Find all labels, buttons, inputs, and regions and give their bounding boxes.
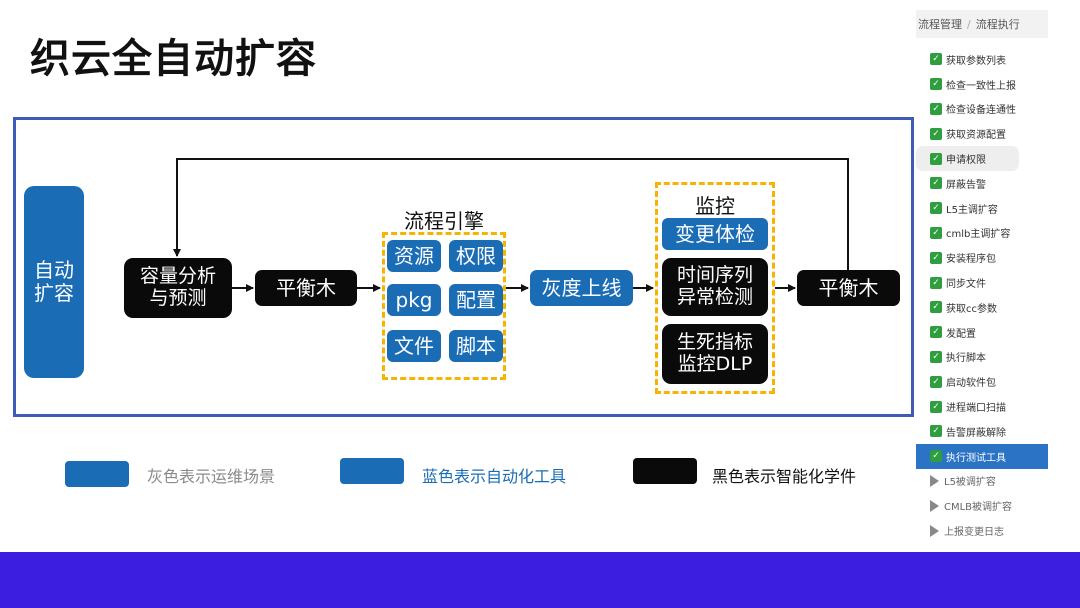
step-list: ✓ 获取参数列表 ✓ 检查一致性上报 ✓ 检查设备连通性 ✓ 获取资源配置 ✓ 申请权限 ✓ 屏蔽告警… xyxy=(916,47,1048,543)
step-item[interactable]: ✓ L5主调扩容 xyxy=(916,196,1048,221)
step-item[interactable]: ✓ 安装程序包 xyxy=(916,245,1048,270)
breadcrumb-process-execution[interactable]: 流程执行 xyxy=(975,18,1020,31)
engine-item-file: 文件 xyxy=(387,330,441,362)
check-icon: ✓ xyxy=(930,450,942,463)
step-item[interactable]: ✓ 获取参数列表 xyxy=(916,47,1048,72)
engine-item-permission: 权限 xyxy=(449,240,503,272)
step-item[interactable]: ✓ 执行测试工具 xyxy=(916,443,1048,469)
bottom-banner xyxy=(0,552,1080,608)
step-label: 同步文件 xyxy=(946,279,986,291)
step-item[interactable]: L5被调扩容 xyxy=(916,469,1048,494)
legend-label-intelligence: 黑色表示智能化学件 xyxy=(712,467,857,486)
legend-swatch-automation xyxy=(340,458,404,484)
breadcrumb-process-management[interactable]: 流程管理 xyxy=(918,18,962,31)
step-label: 安装程序包 xyxy=(946,254,996,266)
step-label: 上报变更日志 xyxy=(944,527,1004,539)
step-label: cmlb主调扩容 xyxy=(946,229,1011,241)
check-icon: ✓ xyxy=(930,326,942,339)
step-label: 申请权限 xyxy=(946,155,986,167)
check-icon: ✓ xyxy=(930,375,942,388)
step-label: 获取资源配置 xyxy=(946,130,1006,142)
step-label: L5主调扩容 xyxy=(946,204,998,216)
step-item[interactable]: ✓ 同步文件 xyxy=(916,270,1048,295)
check-icon: ✓ xyxy=(930,425,942,438)
step-label: 进程端口扫描 xyxy=(946,403,1006,415)
capacity-analysis-node: 容量分析 与预测 xyxy=(124,258,232,318)
monitor-group-title: 监控 xyxy=(695,194,735,218)
check-icon: ✓ xyxy=(930,226,942,239)
engine-group-box xyxy=(382,232,506,380)
step-label: 执行测试工具 xyxy=(946,452,1006,464)
play-icon xyxy=(930,474,939,487)
step-item[interactable]: ✓ 屏蔽告警 xyxy=(916,171,1048,196)
play-icon xyxy=(930,499,939,512)
step-item[interactable]: ✓ 检查一致性上报 xyxy=(916,72,1048,97)
process-sidebar: 流程管理 / 流程执行 ✓ 获取参数列表 ✓ 检查一致性上报 ✓ 检查设备连通性 ✓ 获取资源… xyxy=(916,10,1048,550)
step-label: CMLB被调扩容 xyxy=(944,502,1013,514)
check-icon: ✓ xyxy=(930,276,942,289)
auto-scaling-node: 自动 扩容 xyxy=(24,186,84,378)
step-item[interactable]: ✓ 检查设备连通性 xyxy=(916,97,1048,122)
breadcrumb: 流程管理 / 流程执行 xyxy=(916,10,1048,38)
engine-item-script: 脚本 xyxy=(449,330,503,362)
gray-release-node: 灰度上线 xyxy=(530,270,633,306)
step-label: 启动软件包 xyxy=(946,378,996,390)
monitor-item-timeseries-anomaly: 时间序列 异常检测 xyxy=(662,258,768,316)
step-label: 执行脚本 xyxy=(946,353,986,365)
step-label: 获取cc参数 xyxy=(946,303,997,315)
check-icon: ✓ xyxy=(930,78,942,91)
check-icon: ✓ xyxy=(930,177,942,190)
step-item[interactable]: ✓ 进程端口扫描 xyxy=(916,394,1048,419)
legend-label-automation: 蓝色表示自动化工具 xyxy=(422,467,567,486)
check-icon: ✓ xyxy=(930,350,942,363)
slide-title: 织云全自动扩容 xyxy=(30,36,317,82)
check-icon: ✓ xyxy=(930,127,942,140)
step-item[interactable]: ✓ 申请权限 xyxy=(916,146,1019,171)
step-label: L5被调扩容 xyxy=(944,477,996,489)
step-label: 检查一致性上报 xyxy=(946,80,1016,92)
legend-swatch-ops xyxy=(65,461,129,487)
step-item[interactable]: ✓ 启动软件包 xyxy=(916,369,1048,394)
step-label: 告警屏蔽解除 xyxy=(946,427,1006,439)
diagram-frame xyxy=(13,117,914,417)
step-label: 屏蔽告警 xyxy=(946,179,986,191)
check-icon: ✓ xyxy=(930,400,942,413)
step-item[interactable]: ✓ 执行脚本 xyxy=(916,345,1048,370)
step-label: 检查设备连通性 xyxy=(946,105,1016,117)
step-item[interactable]: ✓ 获取cc参数 xyxy=(916,295,1048,320)
check-icon: ✓ xyxy=(930,202,942,215)
engine-item-resource: 资源 xyxy=(387,240,441,272)
check-icon: ✓ xyxy=(930,301,942,314)
legend-swatch-intelligence xyxy=(633,458,697,484)
monitor-group-box xyxy=(655,182,775,394)
step-label: 获取参数列表 xyxy=(946,55,1006,67)
step-item[interactable]: ✓ 获取资源配置 xyxy=(916,121,1048,146)
check-icon: ✓ xyxy=(930,251,942,264)
monitor-item-change-check: 变更体检 xyxy=(662,218,768,250)
step-item[interactable]: ✓ cmlb主调扩容 xyxy=(916,221,1048,246)
engine-item-pkg: pkg xyxy=(387,284,441,316)
breadcrumb-separator: / xyxy=(967,17,971,31)
step-item[interactable]: ✓ 发配置 xyxy=(916,320,1048,345)
check-icon: ✓ xyxy=(930,102,942,115)
engine-group-title: 流程引擎 xyxy=(404,209,484,233)
legend-label-ops: 灰色表示运维场景 xyxy=(147,467,276,486)
step-label: 发配置 xyxy=(946,328,976,340)
balance-beam-node: 平衡木 xyxy=(255,270,357,306)
step-item[interactable]: 上报变更日志 xyxy=(916,518,1048,543)
balance-beam-node-2: 平衡木 xyxy=(797,270,900,306)
engine-item-config: 配置 xyxy=(449,284,503,316)
step-item[interactable]: ✓ 告警屏蔽解除 xyxy=(916,419,1048,444)
check-icon: ✓ xyxy=(930,152,942,165)
check-icon: ✓ xyxy=(930,53,942,66)
step-item[interactable]: CMLB被调扩容 xyxy=(916,493,1048,518)
monitor-item-dlp: 生死指标 监控DLP xyxy=(662,324,768,384)
play-icon xyxy=(930,524,939,537)
